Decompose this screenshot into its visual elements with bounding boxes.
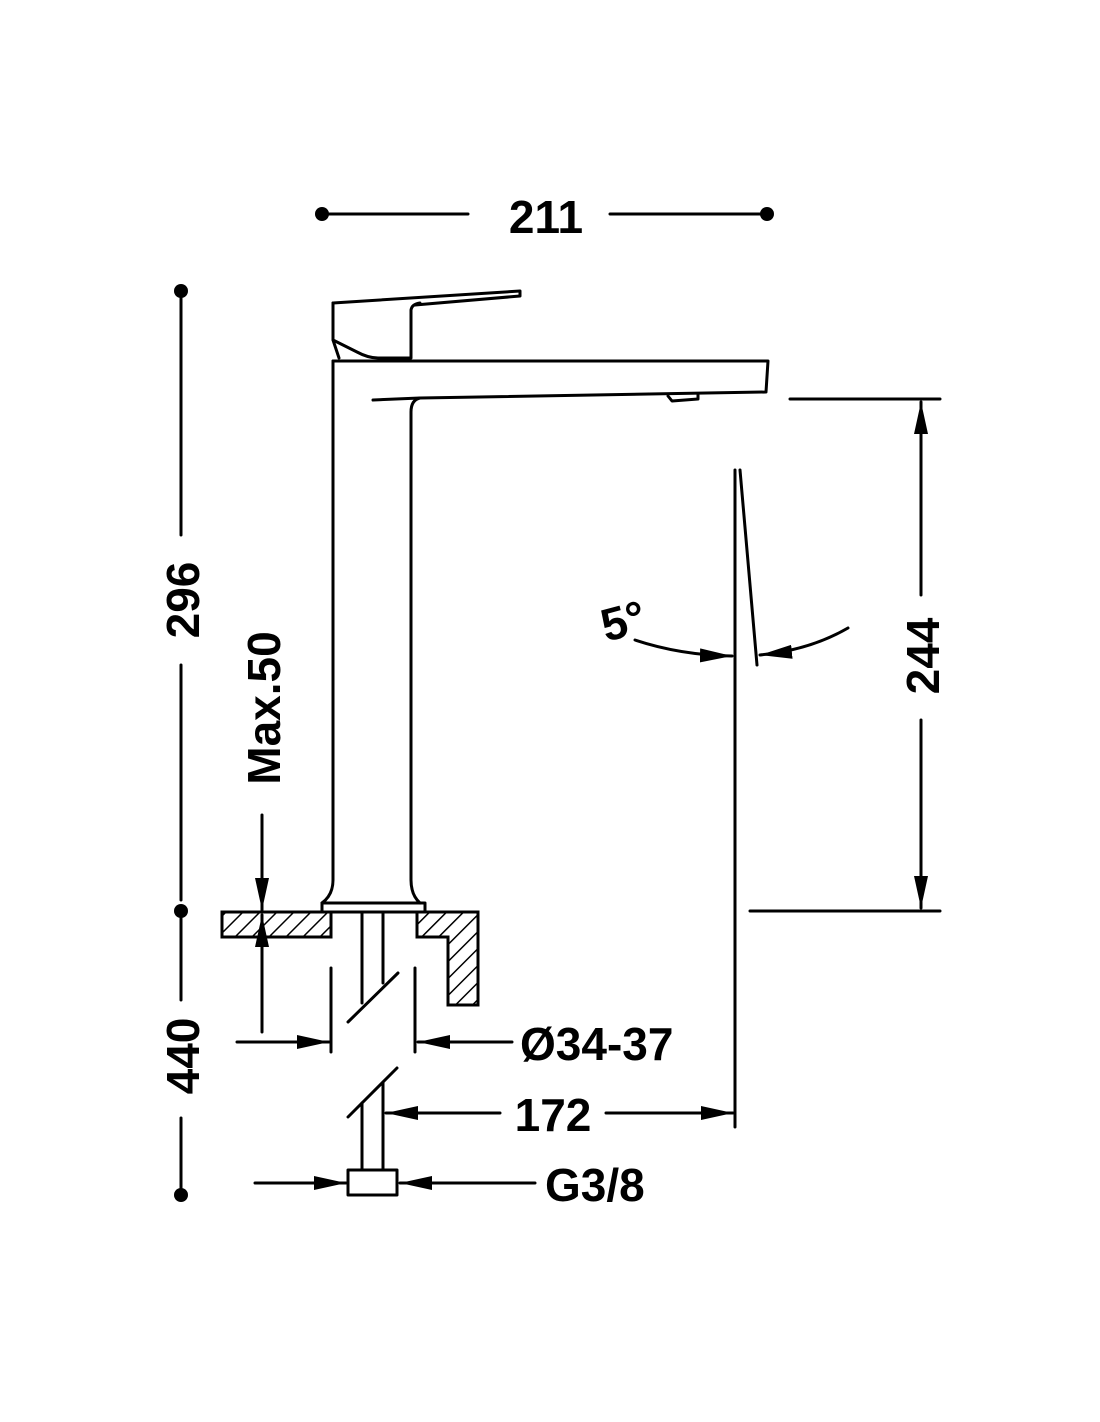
dimension-hole: Ø34-37 [235,966,673,1070]
dimension-spout-height: 244 [748,397,949,913]
dimension-height-label: 296 [157,562,209,639]
faucet-body [320,289,770,914]
dimension-counter-thickness: Max.50 [238,631,290,1034]
connection-label: G3/8 [545,1159,645,1211]
dimension-width: 211 [315,191,774,243]
counter-max-label: Max.50 [238,631,290,784]
reach-label: 172 [515,1089,592,1141]
dimension-connection: G3/8 [253,1159,645,1211]
hole-diameter-label: Ø34-37 [520,1018,673,1070]
dimension-height: 296 440 [157,284,209,1202]
dimension-width-label: 211 [509,191,583,243]
countertop-section [220,910,480,1007]
angle-label: 5° [595,590,651,652]
dimension-pipe-label: 440 [157,1018,209,1095]
dimension-reach: 172 [384,1089,735,1141]
spout-height-label: 244 [897,617,949,694]
supply-pipes [346,910,400,1197]
